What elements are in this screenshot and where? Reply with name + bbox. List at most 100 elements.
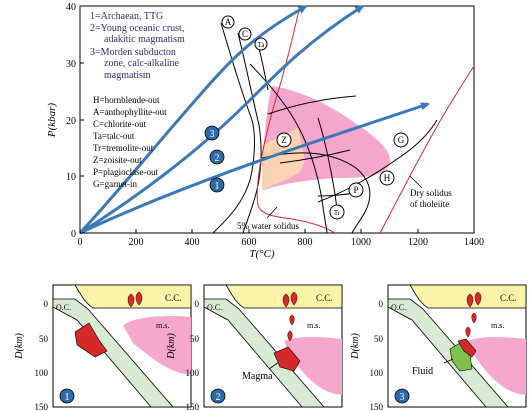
- dry-solidus-line: [379, 65, 475, 234]
- legend-curve-line: Ta=talc-out: [93, 131, 135, 141]
- x-tick-label: 600: [242, 237, 257, 248]
- oc-label: O.C.: [391, 303, 406, 312]
- legend-path-line: 3=Morden subducton: [90, 47, 176, 58]
- ms-label: m.s.: [491, 321, 504, 330]
- panel-1-y-axis: 0 50 100 150: [35, 299, 49, 411]
- legend-curve-line: Z=zoisite-out: [93, 155, 142, 165]
- curve-label-c: C: [242, 29, 248, 39]
- y-tick-label: 10: [66, 172, 76, 183]
- curve-label-g: G: [398, 135, 405, 145]
- panel-number: 1: [65, 392, 70, 403]
- cc-label: C.C.: [500, 293, 517, 303]
- pt-diagram: 0 200 400 600 800 1000 1200 1400 0 10 20…: [46, 2, 484, 260]
- curve-label-a: A: [225, 17, 232, 27]
- melt-drops: [127, 291, 143, 308]
- curve-label-h: H: [384, 173, 391, 183]
- y-tick-label: 40: [66, 2, 76, 13]
- panel-3-y-axis-label: D(km): [350, 333, 361, 360]
- panel-1-y-axis-label: D(km): [14, 333, 25, 360]
- curve-line-b: [279, 149, 351, 164]
- melt-zone: [74, 322, 108, 358]
- curve-c: [237, 32, 262, 234]
- curve-line-a: [267, 95, 357, 115]
- legend-path-line: 1=Archaean, TTG: [90, 11, 163, 22]
- x-tick-label: 200: [129, 237, 144, 248]
- x-tick-label: 0: [78, 237, 83, 248]
- legend-curve-line: H=hornblende-out: [93, 95, 160, 105]
- x-tick-label: 1400: [464, 237, 484, 248]
- legend-path-line: adakitic magmatism: [104, 34, 185, 45]
- ms-label: m.s.: [156, 321, 169, 330]
- curve-g: [317, 119, 438, 203]
- water-solidus-pointer: [266, 206, 278, 219]
- melt-drops: [282, 291, 298, 342]
- cc-label: C.C.: [165, 293, 182, 303]
- mantle-wedge: [284, 337, 342, 395]
- panel-y-tick-label: 50: [39, 334, 49, 344]
- panel-y-tick-label: 100: [186, 368, 200, 378]
- curve-z: [249, 63, 328, 234]
- y-tick-label: 30: [66, 59, 76, 70]
- panel-number: 3: [400, 392, 405, 403]
- panel-y-tick-label: 150: [186, 402, 200, 411]
- x-tick-label: 1000: [351, 237, 371, 248]
- fluid-label: Fluid: [412, 366, 433, 377]
- path-number-2: 2: [215, 153, 220, 164]
- water-solidus-label: 5% water solidus: [237, 221, 299, 231]
- panel-y-tick-label: 100: [35, 368, 49, 378]
- legend-curve-line: A=anthophyllite-out: [93, 107, 167, 117]
- path-3-arrow: [78, 8, 303, 235]
- oceanic-crust: [203, 298, 325, 408]
- y-ticks: [80, 5, 84, 234]
- panel-y-tick-label: 0: [44, 299, 49, 309]
- legend-curve-line: C=chlorite-out: [93, 119, 147, 129]
- legend-path-line: 2=Young oceanic crust,: [90, 23, 184, 34]
- x-tick-label: 800: [298, 237, 313, 248]
- panel-y-tick-label: 0: [379, 299, 384, 309]
- y-tick-label: 0: [71, 229, 76, 240]
- dry-solidus-label-1: Dry solidus: [410, 188, 452, 198]
- curve-labels: A C Ta Z G H P Tr: [221, 15, 409, 220]
- curve-a: [212, 22, 255, 234]
- oc-label: O.C.: [56, 303, 71, 312]
- legend-curve-line: Tr=tremolite-out: [93, 143, 154, 153]
- panel-y-tick-label: 0: [195, 299, 200, 309]
- magma-label: Magma: [242, 371, 273, 382]
- panel-y-tick-label: 100: [370, 368, 384, 378]
- curve-h: [261, 152, 371, 234]
- x-axis-label: T(°C): [249, 248, 275, 260]
- curve-label-ta: Ta: [258, 41, 266, 49]
- path-2-arrow: [79, 8, 360, 235]
- legend-path-line: zone, calc-alkaline: [104, 58, 180, 69]
- panel-2-y-axis-label: D(km): [166, 333, 177, 360]
- path-number-3: 3: [210, 129, 215, 140]
- curve-label-z: Z: [281, 135, 287, 145]
- legend-curve-line: G=garnet-in: [93, 179, 138, 189]
- x-tick-label: 1200: [408, 237, 428, 248]
- y-tick-label: 20: [66, 116, 76, 127]
- melt-zone: [273, 346, 301, 372]
- melt-zone: [457, 338, 477, 358]
- mantle-wedge: [123, 315, 191, 375]
- dry-solidus-label-2: of tholeiite: [410, 199, 449, 209]
- curve-label-p: P: [353, 185, 358, 195]
- fluid-pointer: [443, 358, 454, 364]
- panel-y-tick-label: 150: [35, 402, 49, 411]
- oceanic-crust: [387, 298, 509, 408]
- panel-2: Magma C.C. O.C. m.s. 2: [203, 284, 343, 408]
- legend-curve-line: P=plagioclase-out: [93, 167, 159, 177]
- water-solidus-upper: [256, 5, 336, 234]
- panel-y-tick-label: 50: [190, 334, 200, 344]
- panel-3-y-axis: 0 50 100 150: [370, 299, 384, 411]
- y-axis-label: P(kbar): [46, 103, 58, 139]
- path-1-arrow: [79, 105, 425, 235]
- path-number-1: 1: [215, 181, 220, 192]
- oc-label: O.C.: [207, 303, 222, 312]
- dry-solidus-pointer: [409, 175, 423, 189]
- x-tick-label: 400: [185, 237, 200, 248]
- ms-label: m.s.: [307, 321, 320, 330]
- panel-3: Fluid C.C. O.C. m.s. 3: [387, 284, 527, 408]
- peach-field: [262, 128, 305, 190]
- cc-label: C.C.: [316, 293, 333, 303]
